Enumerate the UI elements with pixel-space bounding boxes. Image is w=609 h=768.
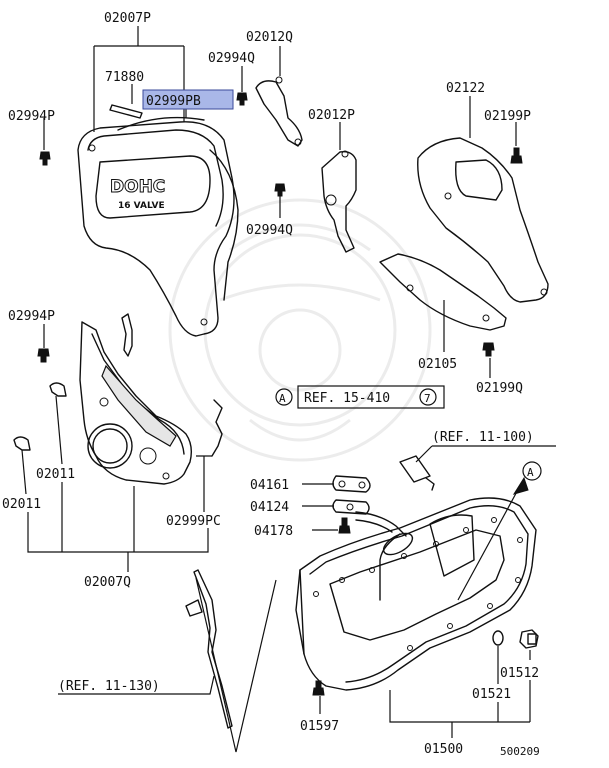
label-02994P-mid[interactable]: 02994P [8, 309, 55, 324]
ref-15-410-a: A [279, 392, 286, 405]
label-ref-11-100[interactable]: (REF. 11-100) [432, 430, 534, 445]
label-02122[interactable]: 02122 [446, 81, 485, 96]
watermark-emblem [168, 198, 432, 462]
label-02994P-top[interactable]: 02994P [8, 109, 55, 124]
bolt-01597[interactable] [312, 680, 325, 696]
bolt-02199P[interactable] [510, 147, 523, 164]
highlight-02999PB [142, 89, 234, 110]
clip-02011-b[interactable] [13, 436, 31, 451]
ref-15-410-callout[interactable]: A REF. 15-410 7 [275, 385, 445, 409]
label-02007Q[interactable]: 02007Q [84, 575, 131, 590]
cover-plate-02105[interactable] [379, 253, 507, 331]
cover-valve-text: 16 VALVE [118, 201, 165, 211]
bracket-02012Q[interactable] [255, 80, 303, 147]
label-ref-11-130[interactable]: (REF. 11-130) [58, 679, 160, 694]
label-02012Q[interactable]: 02012Q [246, 30, 293, 45]
arrow-a-icon [512, 476, 529, 495]
label-02994Q-top[interactable]: 02994Q [208, 51, 255, 66]
label-02994Q-mid[interactable]: 02994Q [246, 223, 293, 238]
gasket-04124[interactable] [332, 499, 370, 515]
label-04178[interactable]: 04178 [254, 524, 293, 539]
bolt-02994Q-top[interactable] [236, 92, 248, 106]
bolt-02994Q-mid[interactable] [274, 183, 286, 197]
upper-timing-cover[interactable]: DOHC 16 VALVE [77, 121, 239, 337]
gasket-71880[interactable] [109, 104, 143, 119]
drain-plug-01512[interactable] [519, 629, 539, 649]
rear-cover-02122[interactable] [417, 137, 549, 303]
callout-a-text[interactable]: A [527, 466, 534, 479]
seal-02999PC[interactable] [211, 399, 223, 457]
oil-pan-01500[interactable] [295, 497, 537, 691]
bolt-02199Q[interactable] [482, 342, 495, 357]
leader-lines [21, 26, 556, 753]
bolt-02994P-mid[interactable] [37, 348, 50, 363]
clip-02011-a[interactable] [49, 382, 67, 397]
gasket-04161[interactable] [332, 475, 371, 493]
label-02011-b[interactable]: 02011 [2, 497, 41, 512]
bolt-02994P-top[interactable] [39, 151, 51, 166]
lower-timing-cover[interactable] [79, 321, 193, 485]
callout-a-circle [522, 461, 542, 481]
bracket-02012P[interactable] [321, 150, 357, 253]
label-02999PB[interactable]: 02999PB [146, 94, 201, 109]
ref-15-410-text: REF. 15-410 [304, 391, 390, 406]
label-02007P[interactable]: 02007P [104, 11, 151, 26]
label-02199P[interactable]: 02199P [484, 109, 531, 124]
label-02011-a[interactable]: 02011 [36, 467, 75, 482]
label-02012P[interactable]: 02012P [308, 108, 355, 123]
label-02199Q[interactable]: 02199Q [476, 381, 523, 396]
oil-strainer-pipe[interactable] [355, 511, 407, 537]
label-02105[interactable]: 02105 [418, 357, 457, 372]
ref-15-410-b: 7 [424, 392, 431, 405]
label-02999PC[interactable]: 02999PC [166, 514, 221, 529]
label-01521[interactable]: 01521 [472, 687, 511, 702]
dipstick-tube[interactable] [193, 569, 233, 729]
cover-dohc-text: DOHC [110, 177, 165, 197]
label-04124[interactable]: 04124 [250, 500, 289, 515]
gasket-01521[interactable] [492, 630, 504, 646]
label-01512[interactable]: 01512 [500, 666, 539, 681]
seal-strip-upper[interactable] [121, 313, 133, 357]
label-71880[interactable]: 71880 [105, 70, 144, 85]
oil-sensor[interactable] [399, 455, 431, 483]
diagram-number: 500209 [500, 745, 540, 758]
seal-02999PB[interactable] [117, 116, 205, 131]
bolt-04178[interactable] [338, 517, 351, 534]
label-01500[interactable]: 01500 [424, 742, 463, 757]
label-01597[interactable]: 01597 [300, 719, 339, 734]
label-04161[interactable]: 04161 [250, 478, 289, 493]
